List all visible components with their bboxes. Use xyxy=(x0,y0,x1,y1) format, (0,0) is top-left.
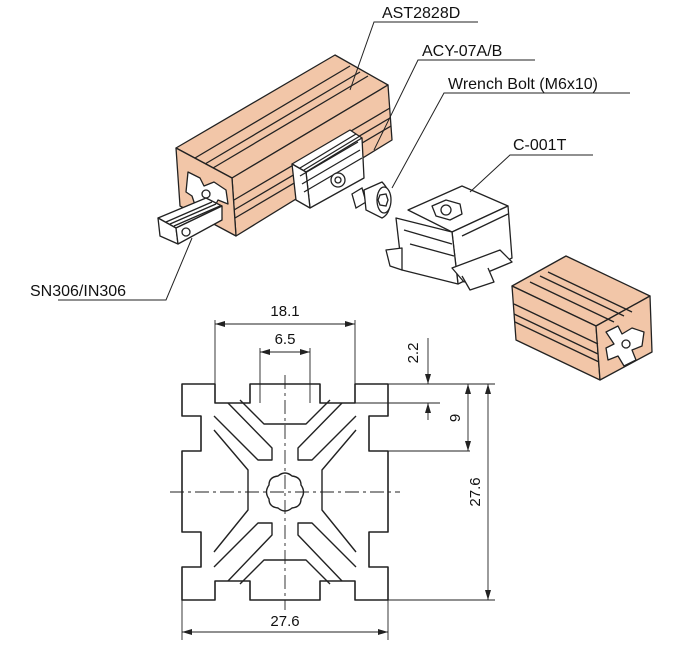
dim-height: 27.6 xyxy=(467,477,484,506)
dim-lip: 2.2 xyxy=(405,343,422,364)
label-bolt: Wrench Bolt (M6x10) xyxy=(448,76,598,93)
dim-depth: 9 xyxy=(447,414,464,422)
dimension-lines xyxy=(181,320,495,640)
leader-lines xyxy=(58,21,630,301)
label-nut: SN306/IN306 xyxy=(30,283,126,300)
dim-slot-inner: 6.5 xyxy=(275,331,296,348)
corner-bracket xyxy=(385,185,513,291)
dim-width: 27.6 xyxy=(270,613,299,630)
profile-short xyxy=(511,255,653,381)
cross-section xyxy=(170,375,400,610)
dimension-arrows xyxy=(182,321,491,635)
label-profile: AST2828D xyxy=(382,5,460,22)
label-connector: ACY-07A/B xyxy=(422,43,502,60)
dim-slot-outer: 18.1 xyxy=(270,303,299,320)
label-bracket: C-001T xyxy=(513,137,567,154)
t-slot-nut xyxy=(157,197,223,245)
wrench-bolt xyxy=(351,181,392,219)
anchor-connector xyxy=(291,129,365,209)
